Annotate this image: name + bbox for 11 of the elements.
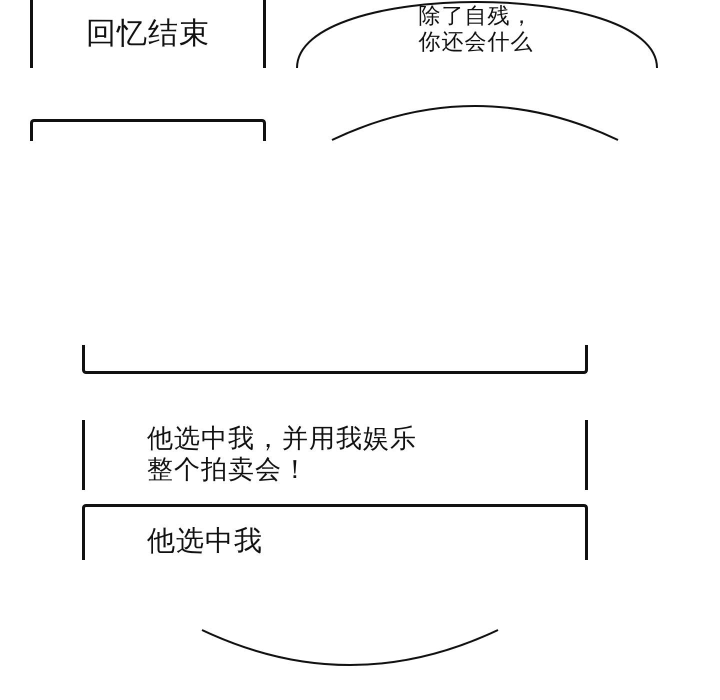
caption-text: 他选中我，并用我娱乐整个拍卖会！ [147,424,418,486]
comic-panel [30,0,266,68]
comic-panel [30,119,266,141]
caption-text: 他选中我 [147,524,263,558]
comic-panel [82,504,588,560]
caption-text: 回忆结束 [86,16,210,52]
speech-bubble [330,105,620,140]
speech-bubble [200,628,500,668]
caption-text: 除了自残，你还会什么 [418,4,535,57]
comic-panel [82,345,588,374]
speech-bubble [295,0,659,68]
